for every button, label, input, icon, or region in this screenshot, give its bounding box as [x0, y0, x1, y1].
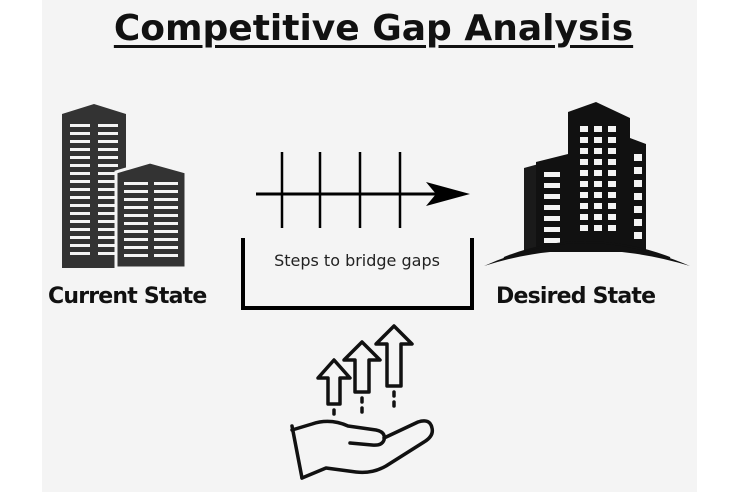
modern-skyscraper-icon: [484, 102, 690, 266]
desired-state-label: Desired State: [496, 284, 656, 309]
office-buildings-icon: [62, 104, 188, 270]
hand-with-rising-arrows-icon: [290, 324, 435, 480]
current-state-label: Current State: [48, 284, 207, 309]
steps-arrow: [256, 152, 470, 228]
gap-bracket: [241, 238, 474, 310]
steps-label: Steps to bridge gaps: [274, 251, 440, 270]
diagram-title: Competitive Gap Analysis: [113, 8, 634, 49]
